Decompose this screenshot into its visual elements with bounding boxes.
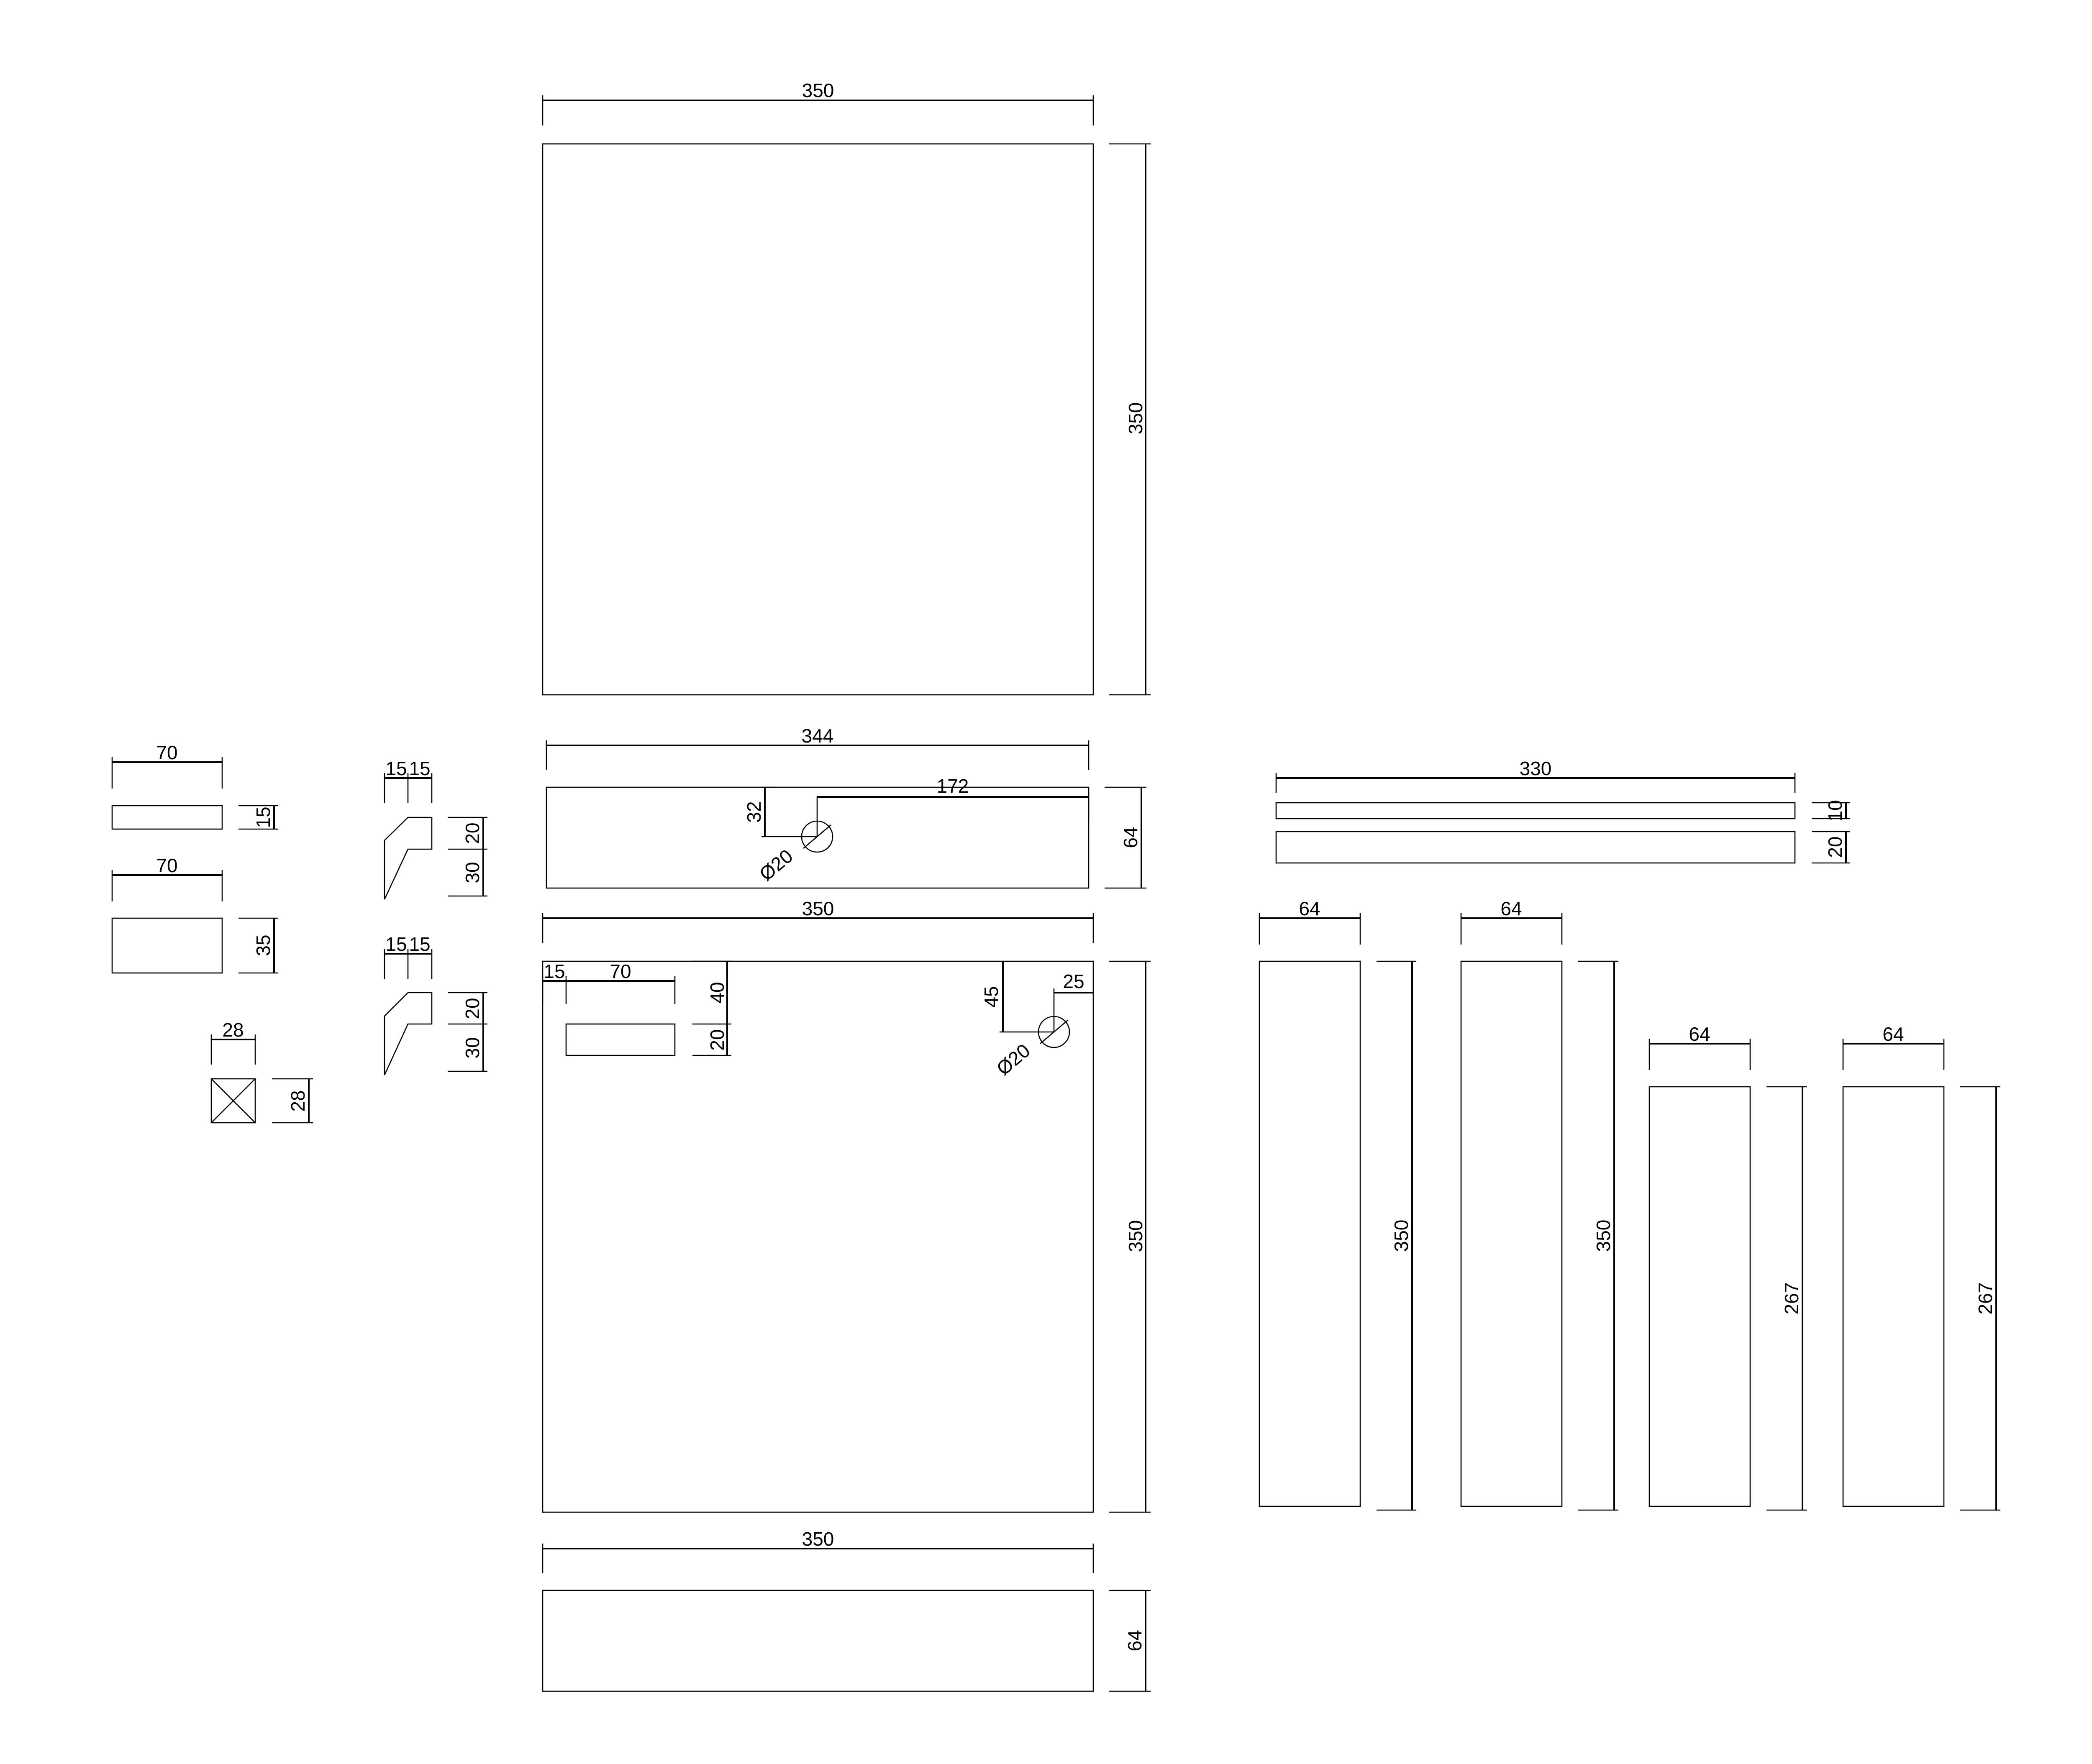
side-panel-a: 64 350	[1259, 898, 1416, 1511]
small-plate-width-label: 70	[156, 742, 177, 763]
mid-strip-hole-diameter-label: Ø20	[755, 845, 797, 885]
front-panel-width-label: 350	[802, 898, 834, 919]
small-block-height-label: 35	[252, 934, 274, 956]
front-panel-hole-drop-label: 45	[980, 986, 1002, 1007]
side-panel-c-height-label: 267	[1781, 1283, 1802, 1315]
small-plate-outline	[111, 805, 223, 830]
top-panel-height-label: 350	[1125, 402, 1146, 435]
bottom-strip-width-label: 350	[802, 1528, 834, 1550]
handle-bottom-w2-label: 15	[409, 933, 430, 955]
front-panel-hole-diameter-label: Ø20	[992, 1039, 1034, 1080]
front-panel-outline	[542, 960, 1094, 1513]
square-post: 28 28	[210, 1019, 313, 1124]
rail-thick-outline	[1275, 831, 1796, 864]
top-panel-width-label: 350	[802, 79, 834, 101]
rail-thin-outline	[1275, 802, 1796, 819]
bottom-strip-outline	[542, 1590, 1094, 1692]
bottom-strip-width-dimension: 350	[542, 1528, 1094, 1573]
top-panel-width-dimension: 350	[542, 79, 1094, 125]
handle-bottom-w1-label: 15	[385, 933, 407, 955]
small-plate-height-label: 15	[252, 806, 274, 828]
bottom-strip-height-dimension: 64	[1109, 1590, 1151, 1692]
front-panel-slot-outline	[565, 1023, 676, 1056]
handle-top-outline	[384, 817, 433, 900]
mid-strip-outline	[546, 786, 1090, 889]
small-block-width-label: 70	[156, 855, 177, 876]
square-post-width-label: 28	[222, 1019, 244, 1041]
front-panel-slot-top-label: 40	[706, 982, 728, 1003]
side-panel-c: 64 267	[1648, 1023, 1807, 1511]
handle-bottom-h1-label: 20	[461, 998, 483, 1019]
bottom-strip-height-label: 64	[1124, 1630, 1146, 1651]
handle-top: 15 15 20 30	[384, 758, 487, 900]
front-panel-height-label: 350	[1125, 1220, 1146, 1252]
mid-strip-hole-drop-label: 32	[743, 801, 765, 822]
handle-bottom: 15 15 20 30	[384, 933, 487, 1075]
side-panel-b: 64 350	[1460, 898, 1618, 1511]
front-panel-width-dimension: 350	[542, 898, 1094, 943]
handle-top-h1-label: 20	[461, 822, 483, 844]
small-plate: 70 15	[111, 742, 278, 830]
mid-strip-height-label: 64	[1120, 827, 1141, 848]
front-panel-hole: 45 25 Ø20	[980, 961, 1093, 1080]
handle-top-w1-label: 15	[385, 758, 407, 779]
side-panel-a-height-label: 350	[1390, 1220, 1412, 1252]
handle-top-w2-label: 15	[409, 758, 430, 779]
side-panel-a-outline	[1259, 960, 1361, 1507]
top-panel-outline	[542, 143, 1094, 696]
front-panel-hole-offset-label: 25	[1063, 970, 1084, 992]
mid-strip-height-dimension: 64	[1105, 786, 1146, 889]
rails-top-height-label: 10	[1824, 800, 1846, 821]
top-panel-height-dimension: 350	[1109, 143, 1151, 696]
side-panel-c-outline	[1648, 1086, 1751, 1507]
side-panel-c-width-label: 64	[1689, 1023, 1710, 1045]
side-panel-d-outline	[1842, 1086, 1945, 1507]
mid-strip-hole: 172 32 Ø20	[743, 775, 1090, 885]
side-panel-d-height-label: 267	[1974, 1283, 1996, 1315]
front-panel-height-dimension: 350	[1109, 960, 1151, 1513]
front-panel-slot-height-label: 20	[706, 1029, 728, 1050]
handle-top-h2-label: 30	[461, 862, 483, 883]
side-panel-b-height-label: 350	[1592, 1220, 1614, 1252]
handle-bottom-outline	[384, 992, 433, 1075]
bottom-strip: 350 64	[542, 1528, 1151, 1692]
top-panel: 350 350	[542, 79, 1151, 696]
mid-strip-width-dimension: 344	[546, 725, 1090, 770]
side-panel-d: 64 267	[1842, 1023, 2000, 1511]
front-panel: 350 350 15 70 40 20	[542, 898, 1151, 1513]
front-panel-slot-width-label: 70	[610, 960, 631, 982]
handle-bottom-h2-label: 30	[461, 1037, 483, 1058]
small-block-outline	[111, 917, 223, 974]
square-post-height-label: 28	[287, 1090, 309, 1111]
side-panel-b-outline	[1460, 960, 1563, 1507]
front-panel-slot: 15 70 40 20	[542, 960, 731, 1056]
side-panel-a-width-label: 64	[1299, 898, 1320, 919]
small-block: 70 35	[111, 855, 278, 974]
square-post-outline	[210, 1078, 256, 1124]
mid-strip-hole-offset-label: 172	[937, 775, 969, 797]
rails-bottom-height-label: 20	[1824, 836, 1846, 858]
side-panel-b-width-label: 64	[1500, 898, 1522, 919]
rails-width-label: 330	[1520, 758, 1552, 779]
mid-strip-width-label: 344	[802, 725, 834, 747]
side-panel-d-width-label: 64	[1882, 1023, 1904, 1045]
mid-strip: 344 64 172 32 Ø20	[546, 725, 1146, 889]
rails: 330 10 20	[1275, 758, 1850, 864]
front-panel-slot-offset-label: 15	[544, 960, 565, 982]
